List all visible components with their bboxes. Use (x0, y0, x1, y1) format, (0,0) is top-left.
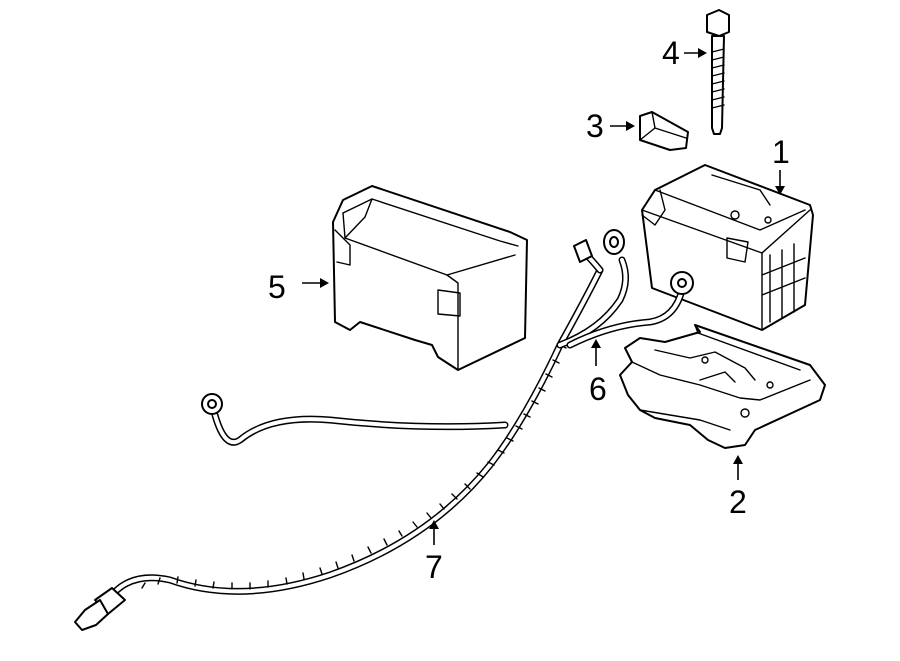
callout-5: 5 (268, 269, 286, 305)
hold-down-bolt (706, 9, 730, 135)
callout-2: 2 (729, 484, 747, 520)
callout-leaders (302, 48, 785, 545)
callout-7: 7 (425, 549, 443, 585)
callout-4: 4 (662, 35, 680, 71)
battery-insulator-box (332, 185, 528, 371)
callout-1: 1 (772, 134, 790, 170)
positive-cable (74, 229, 629, 631)
callout-6: 6 (589, 371, 607, 407)
ground-lead (201, 393, 509, 446)
callout-3: 3 (586, 108, 604, 144)
negative-cable (566, 271, 694, 349)
battery-tray (619, 324, 826, 449)
battery (641, 164, 814, 331)
hold-down-bracket (639, 111, 689, 151)
